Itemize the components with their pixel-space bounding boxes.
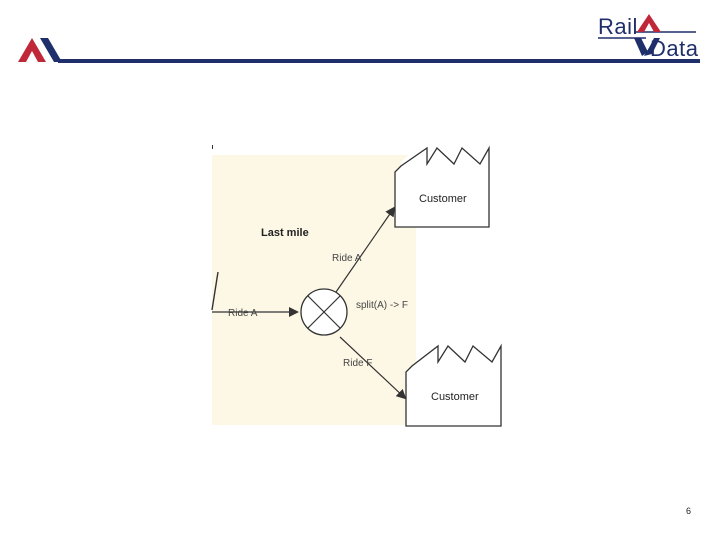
upper-flow-arrow — [335, 206, 396, 293]
region-tick — [212, 145, 213, 149]
customer-factory-top-icon — [394, 145, 490, 228]
header-rule — [58, 59, 700, 63]
brand-word-data: Data — [650, 36, 699, 61]
lower-flow-arrow — [339, 336, 407, 400]
last-mile-diagram: Last mile Ride A split(A) -> F Ride A Ri… — [211, 145, 502, 427]
lower-flow-label: Ride F — [343, 358, 372, 369]
upper-flow-label: Ride A — [332, 253, 362, 264]
split-operation-label: split(A) -> F — [356, 300, 408, 311]
last-mile-region — [212, 155, 416, 425]
split-node — [300, 288, 348, 336]
incoming-flow-label: Ride A — [228, 308, 258, 319]
rail-logo-icon — [18, 38, 62, 62]
region-label: Last mile — [261, 227, 309, 239]
brand-logo: Rail Data — [590, 8, 702, 62]
customer-top-label: Customer — [419, 193, 467, 205]
customer-bottom-label: Customer — [431, 391, 479, 403]
source-edge — [211, 271, 219, 311]
rail-data-logo-icon — [598, 14, 696, 56]
brand-word-rail: Rail — [598, 14, 638, 39]
page-number: 6 — [686, 506, 692, 516]
customer-factory-bottom-icon — [405, 343, 502, 427]
